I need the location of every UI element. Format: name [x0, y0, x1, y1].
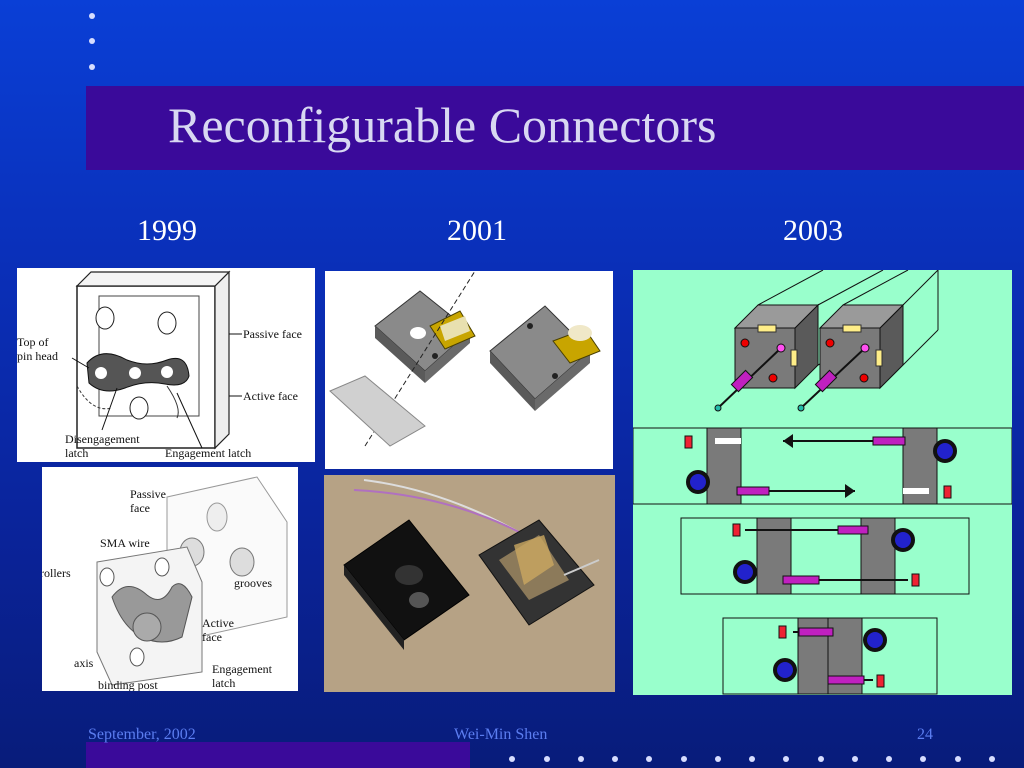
- label-top-of-pin-head-1: Top of: [17, 335, 49, 349]
- footer-bar: [86, 742, 470, 768]
- slide-title: Reconfigurable Connectors: [168, 97, 717, 153]
- title-bar: [86, 86, 1024, 170]
- cad-connector-render: [329, 271, 601, 447]
- diagram-2003-connector-sequence: [633, 270, 1012, 695]
- footer-page-number: 24: [917, 726, 933, 743]
- diagram-1999-sma: Passive face SMA wire rollers grooves Ac…: [42, 467, 298, 691]
- label-active-1: Active: [202, 616, 234, 630]
- connector-photo-illustration: [324, 475, 615, 692]
- year-2003: 2003: [783, 214, 843, 247]
- label-binding-post: binding post: [98, 678, 158, 691]
- diagram-1999-connector: Top of pin head Passive face Active face…: [17, 268, 315, 462]
- label-axis: axis: [74, 656, 94, 670]
- label-sma-wire: SMA wire: [100, 536, 150, 550]
- label-engagement-latch: Engagement latch: [165, 446, 251, 460]
- footer-date: September, 2002: [88, 726, 196, 743]
- label-top-of-pin-head-2: pin head: [17, 349, 58, 363]
- photo-2001-connectors: [324, 475, 615, 692]
- footer-author: Wei-Min Shen: [454, 726, 548, 743]
- sma-connector-drawing: Passive face SMA wire rollers grooves Ac…: [42, 476, 288, 691]
- year-2001: 2001: [447, 214, 507, 247]
- year-1999: 1999: [137, 214, 197, 247]
- connector-sequence-drawing: [633, 270, 1012, 695]
- label-disengagement-1: Disengagement: [65, 432, 140, 446]
- image-2001-cad-connector: [325, 271, 613, 469]
- label-active-face: Active face: [243, 389, 298, 403]
- label-grooves: grooves: [234, 576, 272, 590]
- label-engagement-1: Engagement: [212, 662, 273, 676]
- label-rollers: rollers: [42, 566, 71, 580]
- label-active-2: face: [202, 630, 222, 644]
- connector-1999-drawing: Top of pin head Passive face Active face…: [17, 270, 302, 460]
- label-passive-1: Passive: [130, 487, 166, 501]
- label-disengagement-2: latch: [65, 446, 88, 460]
- label-engagement-2: latch: [212, 676, 235, 690]
- label-passive-face: Passive face: [243, 327, 302, 341]
- label-passive-2: face: [130, 501, 150, 515]
